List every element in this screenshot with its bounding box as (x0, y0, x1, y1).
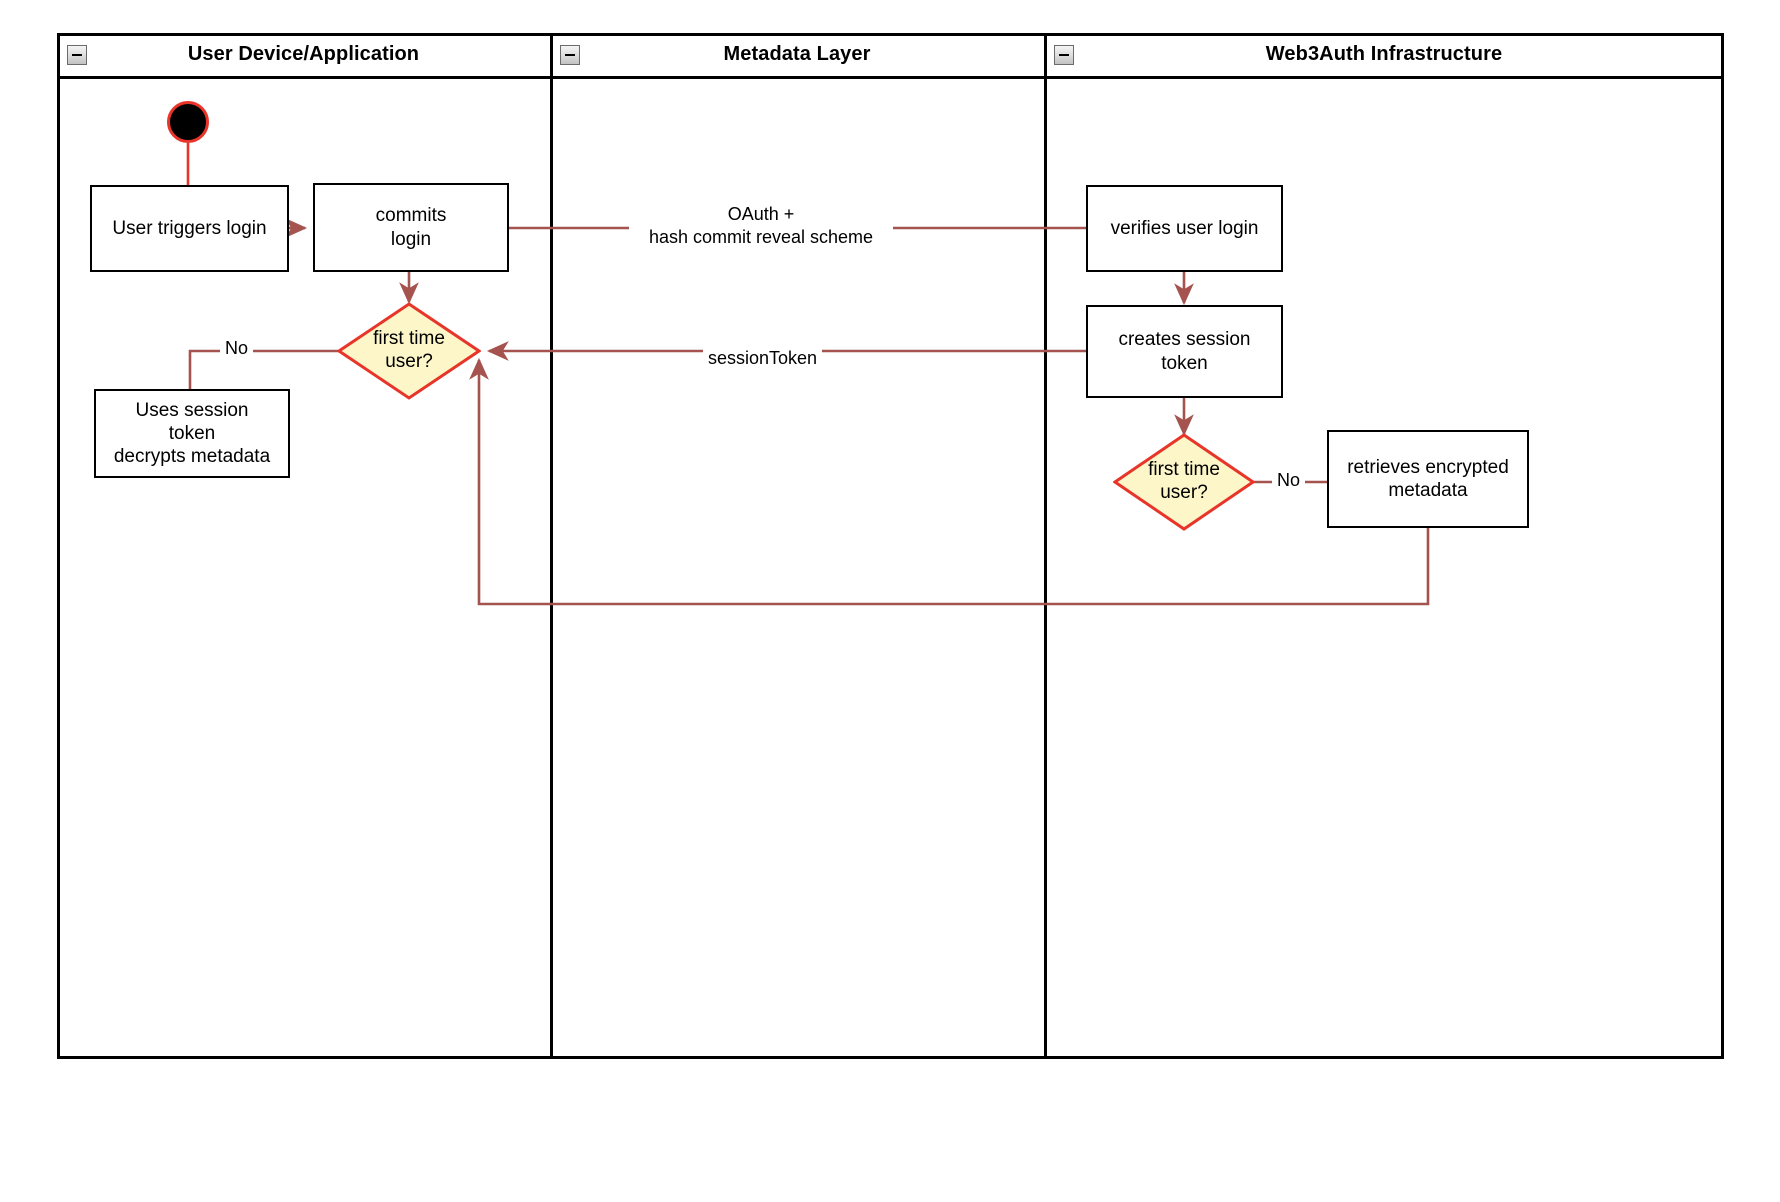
node-label-line1: commits (375, 205, 447, 227)
swimlane-frame (57, 33, 1724, 1059)
edge-label-no-right: No (1272, 470, 1306, 491)
edge-label-oauth-line2: hash commit reveal scheme (648, 226, 874, 247)
node-label-line2: metadata (1388, 480, 1468, 501)
lane-header-user-device: User Device/Application (57, 33, 550, 79)
lane-divider-1 (550, 33, 553, 1059)
edge-label-oauth-line1: OAuth + (727, 204, 795, 224)
node-label-line2: token (168, 422, 216, 444)
node-label-line3: decrypts metadata (113, 446, 271, 468)
node-label-line1: creates session (1118, 329, 1251, 351)
node-first-time-user-right[interactable]: first time user? (1113, 433, 1255, 531)
node-user-triggers-login[interactable]: User triggers login (90, 185, 289, 272)
lane-user-device[interactable]: User Device/Application (57, 0, 550, 1202)
start-node (167, 101, 209, 143)
lane-metadata[interactable]: Metadata Layer (550, 0, 1044, 1202)
node-label-line1: Uses session (135, 399, 249, 421)
decision-label-left: first time user? (337, 302, 481, 400)
lane-divider-2 (1044, 33, 1047, 1059)
node-commits-login[interactable]: commits login (313, 183, 509, 272)
node-label: verifies user login (1110, 217, 1259, 239)
lane-web3auth[interactable]: Web3Auth Infrastructure (1044, 0, 1724, 1202)
lane-title-metadata: Metadata Layer (723, 43, 871, 65)
decision-shape-right (1113, 433, 1255, 531)
node-uses-session-token[interactable]: Uses session token decrypts metadata (94, 389, 290, 478)
node-verifies-user-login[interactable]: verifies user login (1086, 185, 1283, 272)
node-creates-session-token[interactable]: creates session token (1086, 305, 1283, 398)
node-first-time-user-left[interactable]: first time user? (337, 302, 481, 400)
lane-header-metadata: Metadata Layer (550, 33, 1044, 79)
lane-title-web3auth: Web3Auth Infrastructure (1265, 43, 1503, 65)
node-label: User triggers login (112, 217, 267, 239)
edge-label-oauth: OAuth + hash commit reveal scheme (629, 203, 893, 248)
edge-label-session-token: sessionToken (703, 348, 823, 369)
decision-label-line1: first time (373, 328, 445, 350)
decision-shape-left (337, 302, 481, 400)
decision-label-line2: user? (385, 351, 433, 372)
collapse-minus-icon-web3auth[interactable] (1054, 45, 1074, 65)
decision-label-right: first time user? (1113, 433, 1255, 531)
lane-title-user-device: User Device/Application (187, 43, 420, 65)
collapse-minus-icon-user-device[interactable] (67, 45, 87, 65)
node-label-line2: login (390, 228, 432, 250)
node-retrieves-encrypted-metadata[interactable]: retrieves encrypted metadata (1327, 430, 1529, 528)
decision-label-line2: user? (1160, 482, 1208, 503)
edge-label-no-left: No (220, 338, 254, 359)
collapse-minus-icon-metadata[interactable] (560, 45, 580, 65)
decision-label-line1: first time (1148, 459, 1220, 481)
lane-header-web3auth: Web3Auth Infrastructure (1044, 33, 1724, 79)
node-label-line1: retrieves encrypted (1347, 456, 1509, 478)
node-label-line2: token (1161, 352, 1208, 374)
